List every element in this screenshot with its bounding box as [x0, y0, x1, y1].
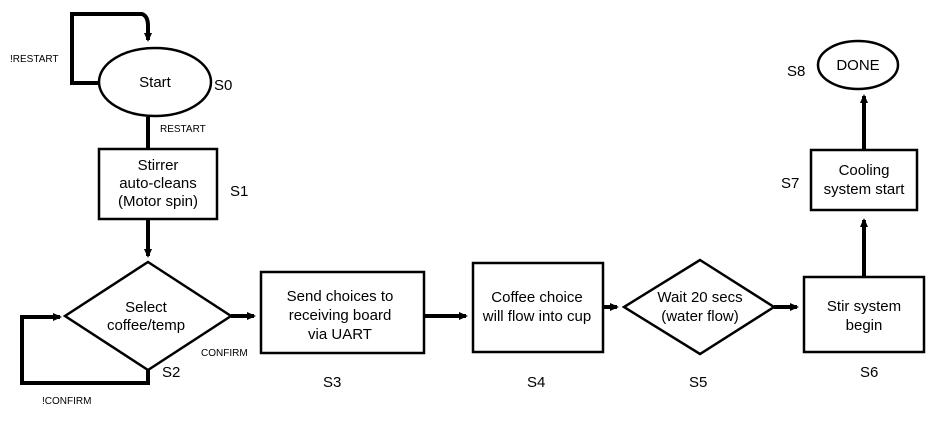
node-text-line: via UART: [308, 326, 372, 343]
edge-not-restart-loop: [70, 12, 152, 85]
node-text-line: will flow into cup: [482, 308, 591, 325]
start-node: [97, 46, 213, 118]
state-label-s6: S6: [860, 364, 878, 381]
flow-node-text: Coffee choice will flow into cup: [482, 289, 591, 325]
state-label-s2: S2: [162, 364, 180, 381]
done-node: [816, 39, 900, 91]
node-text-line: Coffee choice: [491, 289, 582, 306]
edge-label-not-restart: !RESTART: [10, 54, 59, 65]
node-text-line: Send choices to: [287, 288, 394, 305]
state-label-s3: S3: [323, 374, 341, 391]
state-label-s8: S8: [787, 63, 805, 80]
node-text-line: Cooling: [839, 162, 890, 179]
node-text-line: (Motor spin): [118, 193, 198, 210]
node-text-line: Wait 20 secs: [657, 289, 742, 306]
state-label-s7: S7: [781, 175, 799, 192]
state-label-s5: S5: [689, 374, 707, 391]
state-label-s1: S1: [230, 183, 248, 200]
edge-label-restart: RESTART: [160, 124, 206, 135]
cooling-node: [809, 148, 919, 212]
node-text-line: (water flow): [661, 308, 739, 325]
done-node-text: DONE: [836, 57, 879, 74]
node-text-line: coffee/temp: [107, 317, 185, 334]
stir-node: [802, 275, 926, 354]
state-label-s0: S0: [214, 77, 232, 94]
node-text-line: Stir system: [827, 298, 901, 315]
send-node: [259, 270, 426, 355]
stir-node-text: Stir system begin: [827, 298, 901, 334]
edge-not-confirm-loop: [20, 313, 150, 385]
node-text-line: auto-cleans: [119, 175, 197, 192]
stirrer-node: [97, 147, 219, 221]
state-label-s4: S4: [527, 374, 545, 391]
node-text-line: Select: [125, 299, 168, 316]
start-node-text: Start: [139, 74, 172, 91]
select-node: [62, 260, 234, 372]
node-text-line: DONE: [836, 57, 879, 74]
node-text-line: receiving board: [289, 307, 392, 324]
node-text-line: Start: [139, 74, 172, 91]
wait-node: [621, 258, 777, 356]
edge-label-confirm: CONFIRM: [201, 348, 248, 359]
node-text-line: begin: [846, 317, 883, 334]
node-text-line: Stirrer: [138, 157, 179, 174]
cooling-node-text: Cooling system start: [824, 162, 906, 198]
edge-label-not-confirm: !CONFIRM: [42, 396, 91, 407]
flow-node: [471, 261, 605, 354]
node-text-line: system start: [824, 181, 906, 198]
send-node-text: Send choices to receiving board via UART: [287, 288, 394, 343]
wait-node-text: Wait 20 secs (water flow): [657, 289, 742, 325]
